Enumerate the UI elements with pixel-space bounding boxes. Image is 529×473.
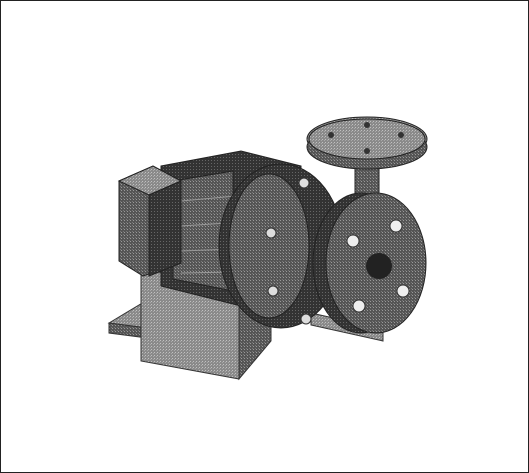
pump-housing: [218, 163, 344, 329]
terminal-box: [117, 165, 183, 277]
discharge-pipe: [306, 116, 428, 220]
suction-flange: [312, 192, 427, 334]
